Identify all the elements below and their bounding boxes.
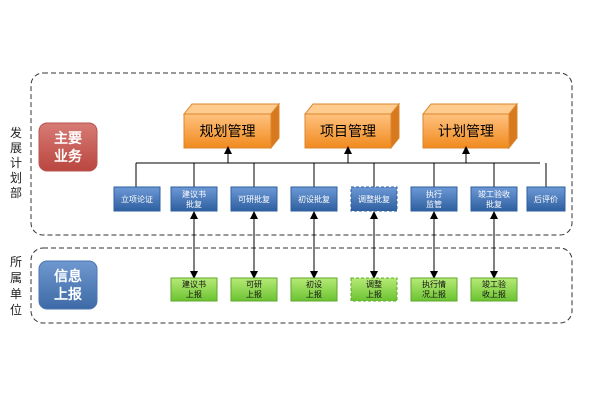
upper-side-char-4: 划 [10, 171, 22, 185]
plan-management-label: 计划管理 [438, 124, 494, 140]
vertical-report-arrows [190, 211, 498, 279]
green-box-1-line-1: 建议书 [182, 279, 206, 289]
lower-side-char-3: 单 [10, 287, 22, 301]
info-report-box [38, 260, 98, 310]
green-box-1: 建议书 上报 [170, 277, 218, 302]
green-report-boxes: 建议书 上报 可研 上报 初设 上报 调整 上报 执行情 况上报 [170, 277, 518, 302]
blue-box-6-line-1: 执行 [426, 189, 442, 199]
lower-dashed-frame [30, 247, 573, 324]
blue-box-8: 后评价 [526, 186, 566, 212]
upper-side-label: 发 展 计 划 部 [10, 125, 22, 200]
blue-box-3: 可研批复 [230, 186, 278, 212]
green-box-1-line-2: 上报 [186, 289, 202, 299]
blue-box-7-line-2: 批复 [486, 199, 502, 209]
info-report-section: 信息 上报 [38, 260, 98, 310]
green-box-5: 执行情 况上报 [410, 277, 458, 302]
blue-box-2-line-1: 建议书 [182, 189, 206, 199]
blue-box-7: 竣工验收 批复 [470, 186, 518, 212]
green-box-6: 竣工验 收上报 [470, 277, 518, 302]
blue-box-4: 初设批复 [290, 186, 338, 212]
blue-box-2: 建议书 批复 [170, 186, 218, 212]
green-box-5-line-2: 况上报 [422, 289, 446, 299]
green-box-4-line-2: 上报 [366, 289, 382, 299]
info-report-line-1: 信息 [54, 268, 82, 285]
top-management-boxes: 规划管理 项目管理 计划管理 [182, 102, 519, 150]
green-box-3-line-1: 初设 [306, 279, 322, 289]
blue-box-2-line-2: 批复 [186, 199, 202, 209]
blue-box-5-label: 调整批复 [358, 194, 390, 204]
blue-box-4-label: 初设批复 [298, 194, 330, 204]
blue-box-8-label: 后评价 [534, 194, 558, 204]
blue-process-boxes: 立项论证 建议书 批复 可研批复 初设批复 调整批复 执行 [113, 186, 566, 212]
blue-box-1: 立项论证 [113, 186, 161, 212]
project-management-box: 项目管理 [303, 102, 401, 150]
green-box-5-line-1: 执行情 [422, 279, 446, 289]
blue-box-6: 执行 监管 [410, 186, 458, 212]
blue-box-5: 调整批复 [350, 186, 398, 212]
green-box-2-line-2: 上报 [246, 289, 262, 299]
green-box-2-line-1: 可研 [246, 280, 262, 289]
blue-box-6-line-2: 监管 [426, 199, 442, 209]
top-connectors [135, 146, 547, 187]
lower-side-char-4: 位 [10, 302, 22, 317]
green-box-6-line-2: 收上报 [482, 289, 506, 299]
main-business-line-1: 主要 [54, 130, 82, 147]
lower-side-label: 所 属 单 位 [10, 255, 22, 317]
green-box-4-line-1: 调整 [366, 279, 382, 289]
upper-dashed-frame [30, 72, 573, 236]
main-business-box [38, 122, 98, 172]
blue-box-1-label: 立项论证 [121, 194, 153, 204]
green-box-6-line-1: 竣工验 [482, 279, 506, 289]
project-management-label: 项目管理 [320, 124, 376, 140]
green-box-3: 初设 上报 [290, 277, 338, 302]
upper-side-char-3: 计 [10, 156, 22, 170]
main-business-line-2: 业务 [54, 148, 83, 165]
green-box-4: 调整 上报 [350, 277, 398, 302]
lower-side-char-2: 属 [10, 271, 22, 285]
blue-box-7-line-1: 竣工验收 [478, 189, 510, 199]
planning-management-label: 规划管理 [200, 124, 256, 140]
blue-box-3-label: 可研批复 [238, 194, 270, 204]
green-box-3-line-2: 上报 [306, 289, 322, 299]
main-business-section: 主要 业务 [38, 122, 98, 172]
green-box-2: 可研 上报 [230, 277, 278, 302]
upper-side-char-5: 部 [10, 185, 22, 200]
plan-management-box: 计划管理 [421, 102, 519, 150]
upper-side-char-2: 展 [10, 141, 22, 155]
info-report-line-2: 上报 [54, 287, 82, 303]
lower-side-char-1: 所 [10, 255, 22, 269]
planning-management-box: 规划管理 [182, 102, 281, 150]
upper-side-char-1: 发 [10, 125, 22, 140]
